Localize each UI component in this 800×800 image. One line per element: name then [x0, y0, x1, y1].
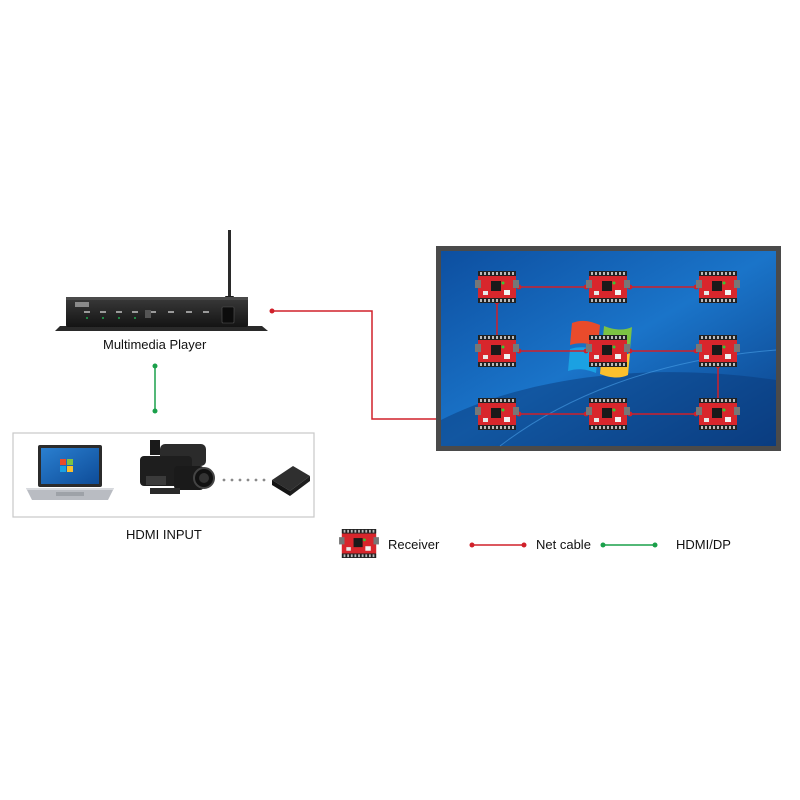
receiver-card-icon: [586, 398, 630, 430]
camcorder-icon: [140, 440, 215, 494]
receiver-card-icon: [586, 271, 630, 303]
multimedia-player-icon: [55, 230, 268, 331]
legend-hdmi-dp-line: [600, 542, 658, 548]
antenna: [228, 230, 231, 302]
receiver-card-icon: [475, 271, 519, 303]
legend-hdmi-dp-label: HDMI/DP: [676, 537, 731, 552]
receiver-card-icon: [696, 271, 740, 303]
receiver-card-icon: [696, 398, 740, 430]
multimedia-player-label: Multimedia Player: [103, 337, 207, 352]
legend-net-cable-line: [469, 542, 527, 548]
set-top-box-icon: [272, 466, 310, 496]
receiver-card-icon: [696, 335, 740, 367]
dotted-connector: [222, 478, 266, 482]
hdmi-input-label: HDMI INPUT: [126, 527, 202, 542]
receiver-card-icon: [475, 335, 519, 367]
laptop-icon: [26, 445, 114, 500]
legend-receiver-icon: [339, 529, 379, 558]
legend-net-cable-label: Net cable: [536, 537, 591, 552]
receiver-card-icon: [475, 398, 519, 430]
legend-receiver-label: Receiver: [388, 537, 440, 552]
receiver-grid: [475, 271, 740, 430]
legend: [339, 529, 658, 558]
receiver-card-icon: [586, 335, 630, 367]
hdmi-dp-link: [152, 363, 158, 414]
